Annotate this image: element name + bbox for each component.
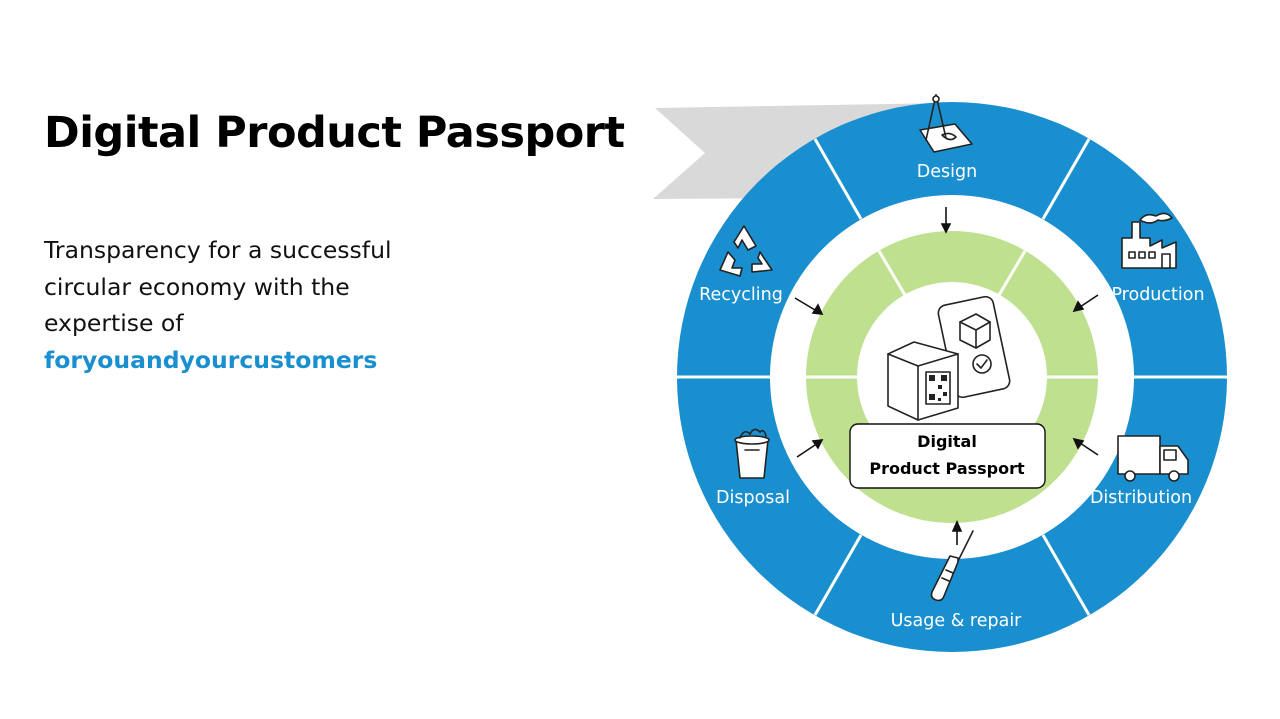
inner-dividers — [806, 250, 1098, 379]
arrows — [794, 207, 1099, 545]
stage-label-disposal: Disposal — [716, 488, 790, 508]
intro-sentence: Transparency for a successful circular e… — [44, 236, 392, 337]
screwdriver-icon — [930, 530, 974, 602]
page-title: Digital Product Passport — [44, 108, 625, 158]
outer-dividers — [677, 138, 1227, 616]
box-qr-icon — [887, 341, 959, 421]
trash-bin-icon — [734, 428, 770, 479]
stage-label-production: Production — [1111, 285, 1204, 305]
stage-label-design: Design — [917, 162, 977, 182]
brand-name: foryouandyourcustomers — [44, 345, 378, 374]
stage-label-usage-repair: Usage & repair — [891, 611, 1023, 631]
intro-text: Transparency for a successful circular e… — [44, 232, 464, 378]
stage-label-distribution: Distribution — [1090, 488, 1192, 508]
compass-design-icon — [919, 94, 973, 153]
stage-label-recycling: Recycling — [699, 285, 783, 305]
truck-icon — [1117, 435, 1189, 482]
center-label-box — [849, 423, 1046, 489]
center-label-line1: Digital — [917, 432, 977, 451]
factory-icon — [1121, 212, 1177, 269]
recycle-icon — [719, 225, 773, 277]
center-label-line2: Product Passport — [869, 459, 1025, 478]
